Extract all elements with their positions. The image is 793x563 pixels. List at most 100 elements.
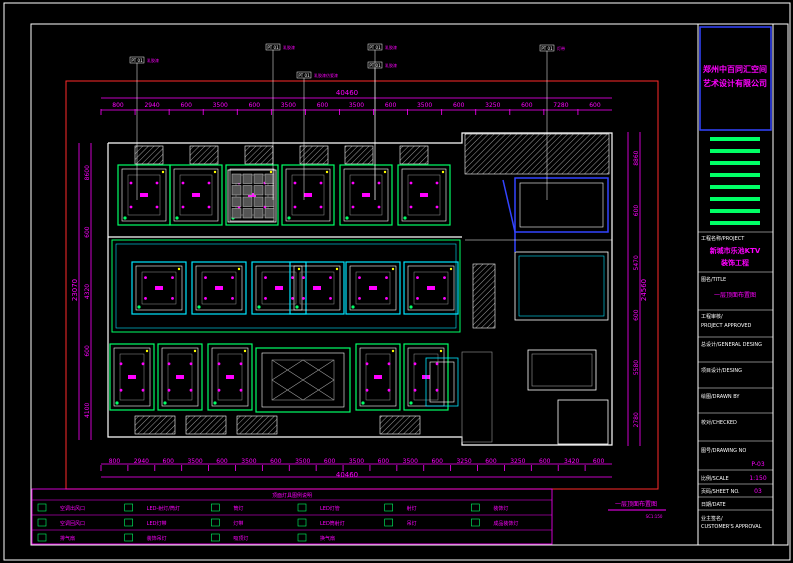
dimension-value: 600 (249, 102, 261, 109)
legend-symbol (211, 518, 220, 527)
callout-tag: PT 01 (541, 46, 553, 51)
ktv-room (251, 261, 307, 315)
dimension-value: 600 (633, 309, 640, 321)
ktv-room (207, 343, 253, 411)
dimension-value: 3500 (403, 458, 418, 465)
callout-tag: PT 01 (369, 45, 381, 50)
legend-symbol (384, 503, 393, 512)
ktv-room (109, 343, 155, 411)
legend-symbol (124, 518, 133, 527)
dimension-value: 600 (539, 458, 551, 465)
general-label: 总设计/GENERAL DESING (701, 341, 762, 348)
ktv-room (281, 164, 335, 226)
dimension-value: 600 (385, 102, 397, 109)
legend-symbol (211, 533, 220, 542)
dimension-value: 600 (431, 458, 443, 465)
project-name-line1: 新城市乐池KTV (710, 246, 761, 255)
outer-frame (3, 2, 791, 561)
drawing-no-label: 图号/DRAWING NO (701, 448, 746, 454)
title-label: 图名/TITLE (701, 276, 726, 283)
legend-label: 成品装饰灯 (493, 520, 518, 527)
dimension-value: 600 (216, 458, 228, 465)
dimension-value: 3250 (510, 458, 525, 465)
ktv-room (191, 261, 247, 315)
dimension-value: 3500 (241, 458, 256, 465)
legend-label: 射灯 (407, 505, 417, 512)
ktv-room (339, 164, 393, 226)
dimension-value: 600 (180, 102, 192, 109)
dimension-value: 600 (633, 205, 640, 217)
ktv-room (397, 164, 451, 226)
ktv-room (169, 164, 223, 226)
project-label: 工程名称/PROJECT (701, 235, 745, 242)
scale-label: 比例/SCALE (701, 475, 729, 482)
dimension-value: 600 (593, 458, 605, 465)
drawn-label: 绘图/DRAWN BY (701, 393, 740, 400)
company-name-line1: 郑州中百同汇空间 (703, 64, 767, 74)
dimension-value: 800 (112, 102, 124, 109)
ktv-room (131, 261, 187, 315)
dimension-value: 8600 (84, 165, 91, 180)
callout-text: 灯带 (557, 45, 565, 51)
project-name-line2: 装饰工程 (720, 258, 749, 267)
dimension-texts: 40460 40460 23070 24560 (71, 89, 648, 479)
dimension-value: 600 (324, 458, 336, 465)
legend-label: LED灯带 (147, 520, 167, 527)
hatched-areas (134, 133, 610, 435)
approval-label-2: CUSTOMER'S APPROVAL (701, 524, 762, 530)
scale-value: 1:150 (749, 475, 766, 482)
dimension-value: 600 (270, 458, 282, 465)
ktv-room (403, 261, 459, 315)
drawing-no-value: P-03 (751, 461, 764, 468)
plan-title: 一层顶面布置图 SC1:150 (608, 500, 666, 519)
legend-label: LED-射灯/筒灯 (147, 505, 180, 512)
dimension-value: 2940 (134, 458, 149, 465)
dimension-value: 2940 (144, 102, 159, 109)
dimension-value: 3500 (213, 102, 228, 109)
legend-symbol (384, 518, 393, 527)
building-outline (107, 132, 613, 446)
dimension-value: 4320 (84, 284, 91, 299)
approved-label-2: PROJECT APPROVED (701, 323, 752, 329)
legend-label: 灯带 (233, 520, 243, 527)
dimension-value: 3420 (564, 458, 579, 465)
legend-symbol (471, 518, 480, 527)
legend-label: 空调出风口 (60, 505, 85, 512)
dimension-value: 600 (84, 345, 91, 357)
sheet-value: 03 (754, 488, 762, 495)
dimension-value: 600 (485, 458, 497, 465)
legend-label: 装饰灯 (493, 505, 508, 512)
legend-symbol (124, 503, 133, 512)
plan-scale-text: SC1:150 (646, 514, 663, 519)
legend-label: 空调回风口 (60, 520, 85, 527)
overall-width-top: 40460 (336, 89, 358, 97)
legend-symbol (471, 503, 480, 512)
callout-text: 乳胶漆 (385, 44, 397, 50)
dimension-value: 3500 (417, 102, 432, 109)
dimension-value: 3500 (281, 102, 296, 109)
green-bars (710, 137, 760, 225)
title-block: 郑州中百同汇空间 艺术设计有限公司 工程名称/PR (697, 23, 774, 546)
corridor-lines (111, 239, 461, 333)
callout-tag: PT 01 (298, 73, 310, 78)
dimension-value: 3500 (187, 458, 202, 465)
dimension-value: 600 (317, 102, 329, 109)
dimension-value: 3500 (349, 458, 364, 465)
legend-label: 吸顶灯 (233, 535, 248, 542)
callout: PT 01 灯带 (539, 44, 565, 200)
callout-tag: PT 01 (369, 63, 381, 68)
legend-symbol (211, 503, 220, 512)
dimension-value: 600 (163, 458, 175, 465)
dimension-lines (78, 97, 641, 478)
callout-tag: PT 01 (131, 58, 143, 63)
dimension-value: 600 (378, 458, 390, 465)
legend-label: 排气扇 (60, 535, 75, 542)
design-label: 项目设计/DESING (701, 367, 742, 374)
